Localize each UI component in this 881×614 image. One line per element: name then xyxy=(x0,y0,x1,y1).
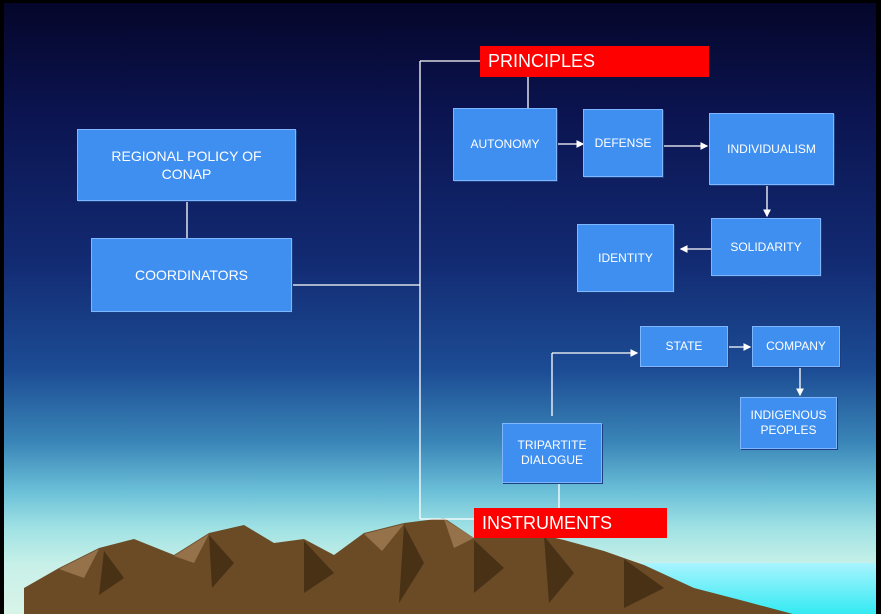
tripartite-dialogue-text: TRIPARTITE DIALOGUE xyxy=(517,438,587,467)
indigenous-peoples-box: INDIGENOUS PEOPLES xyxy=(740,397,837,449)
regional-policy-text: REGIONAL POLICY OF CONAP xyxy=(111,148,262,182)
principles-label: PRINCIPLES xyxy=(480,46,709,77)
company-text: COMPANY xyxy=(766,339,826,353)
identity-box: IDENTITY xyxy=(577,224,674,292)
individualism-box: INDIVIDUALISM xyxy=(709,113,834,185)
defense-box: DEFENSE xyxy=(583,109,663,177)
mountain-shadows xyxy=(99,525,664,608)
autonomy-text: AUTONOMY xyxy=(470,137,540,151)
autonomy-box: AUTONOMY xyxy=(453,108,557,181)
mountain-highlights xyxy=(59,519,474,578)
state-text: STATE xyxy=(665,339,703,353)
principles-text: PRINCIPLES xyxy=(488,51,596,71)
tripartite-dialogue-box: TRIPARTITE DIALOGUE xyxy=(502,423,602,483)
regional-policy-box: REGIONAL POLICY OF CONAP xyxy=(77,129,296,201)
coordinators-text: COORDINATORS xyxy=(134,267,249,283)
coordinators-box: COORDINATORS xyxy=(91,238,292,312)
instruments-text: INSTRUMENTS xyxy=(482,512,612,533)
instruments-label: INSTRUMENTS xyxy=(474,508,667,538)
company-box: COMPANY xyxy=(752,326,840,367)
indigenous-peoples-text: INDIGENOUS PEOPLES xyxy=(750,408,827,437)
individualism-text: INDIVIDUALISM xyxy=(727,141,816,156)
defense-text: DEFENSE xyxy=(594,135,652,150)
mountain-landscape xyxy=(24,518,876,614)
identity-text: IDENTITY xyxy=(598,250,653,265)
solidarity-text: SOLIDARITY xyxy=(730,239,802,254)
solidarity-box: SOLIDARITY xyxy=(711,218,821,276)
state-box: STATE xyxy=(640,326,728,367)
